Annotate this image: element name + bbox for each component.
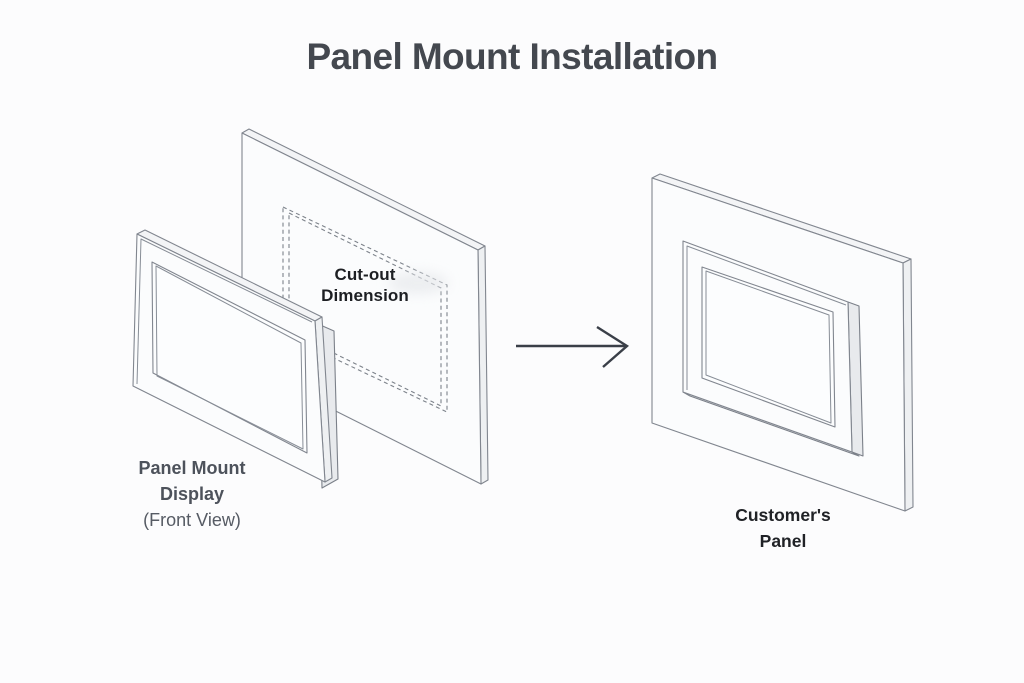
cutout-label-line2: Dimension bbox=[321, 286, 409, 305]
mounted-screen-inner bbox=[705, 270, 832, 424]
page-title: Panel Mount Installation bbox=[306, 36, 718, 77]
right-arrow-head-icon bbox=[596, 325, 629, 368]
customer-panel-label: Customer's Panel bbox=[703, 502, 863, 554]
customer-label-line1: Customer's bbox=[735, 505, 831, 525]
display-label-line1: Panel Mount bbox=[138, 458, 246, 478]
panel-mount-display bbox=[132, 229, 339, 489]
display-screen-outer bbox=[151, 261, 308, 454]
mounted-bezel-inner-edge bbox=[686, 245, 847, 390]
mounted-screen-outer bbox=[701, 266, 836, 428]
display-screen-inner bbox=[155, 265, 304, 450]
display-bezel-inner-edge bbox=[136, 238, 313, 385]
paper-smudge bbox=[388, 272, 448, 294]
display-label: Panel Mount Display (Front View) bbox=[92, 455, 292, 533]
cutout-label: Cut-out Dimension bbox=[285, 264, 445, 306]
customer-label-line2: Panel bbox=[759, 531, 807, 551]
display-label-line3: (Front View) bbox=[143, 510, 241, 530]
cutout-label-line1: Cut-out bbox=[334, 265, 396, 284]
customer-panel bbox=[651, 173, 914, 512]
cutout-panel bbox=[241, 128, 489, 485]
display-label-line2: Display bbox=[159, 484, 225, 504]
flow-arrow bbox=[516, 325, 629, 368]
